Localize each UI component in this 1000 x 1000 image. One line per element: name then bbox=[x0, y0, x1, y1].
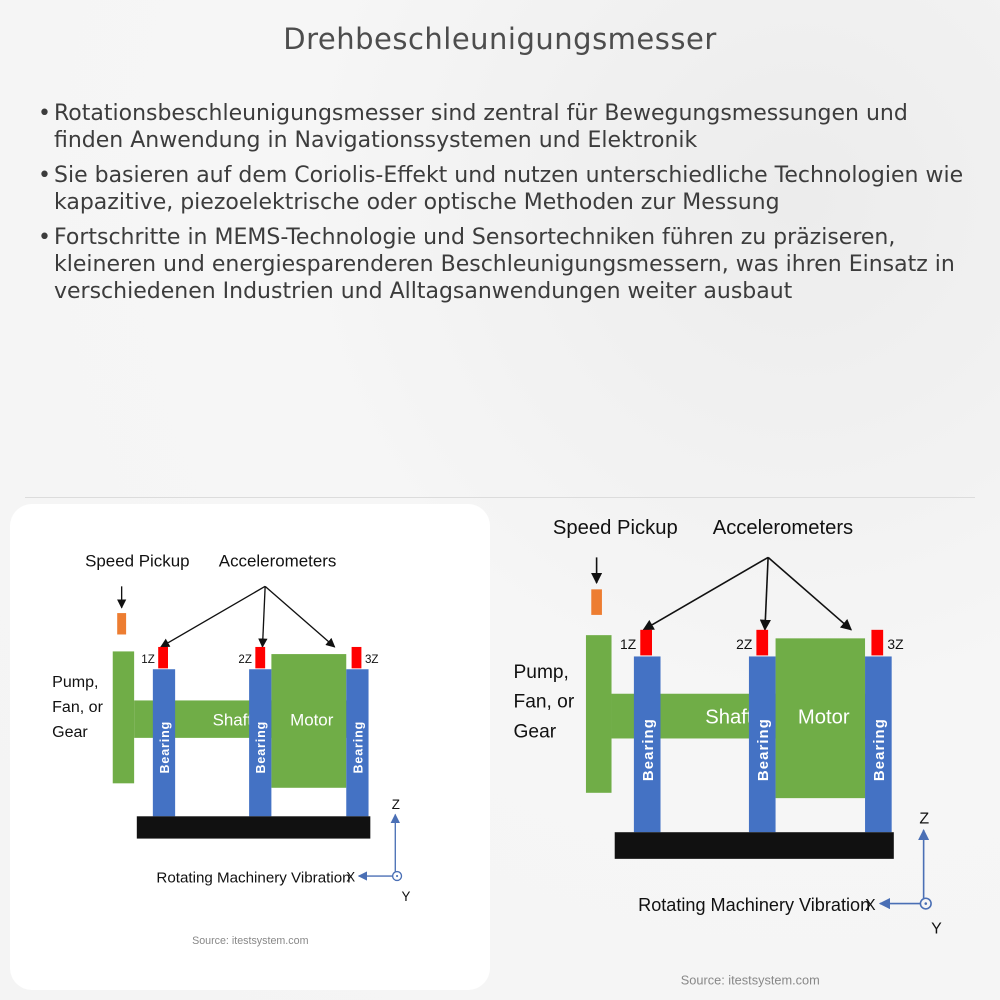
pump-label-3: Gear bbox=[514, 721, 557, 742]
diagram-caption: Rotating Machinery Vibration bbox=[156, 869, 350, 886]
bearing-1 bbox=[633, 656, 661, 833]
speed-pickup-sensor bbox=[591, 589, 602, 615]
sensor-label-1z: 1Z bbox=[141, 654, 155, 666]
y-axis-dot bbox=[924, 902, 928, 905]
bullet-list: •Rotationsbeschleunigungsmesser sind zen… bbox=[30, 100, 980, 313]
machinery-diagram: Speed Pickup Accelerometers Pump, Fan, o… bbox=[514, 517, 943, 988]
bullet-text: Fortschritte in MEMS-Technologie und Sen… bbox=[54, 225, 955, 304]
axis-y-label: Y bbox=[402, 889, 411, 904]
accelerometer-2z bbox=[756, 629, 769, 656]
accelerometer-1z bbox=[640, 629, 652, 656]
pump-label-2: Fan, or bbox=[52, 698, 103, 716]
axis-z-label: Z bbox=[919, 811, 929, 828]
machine-base bbox=[614, 832, 894, 859]
bullet-item: •Rotationsbeschleunigungsmesser sind zen… bbox=[30, 100, 980, 154]
bullet-dot: • bbox=[38, 225, 51, 250]
y-axis-circle bbox=[919, 897, 932, 910]
accelerometer-3z bbox=[871, 629, 884, 656]
bullet-dot: • bbox=[38, 101, 51, 126]
axis-y-label: Y bbox=[931, 920, 942, 937]
bullet-text: Sie basieren auf dem Coriolis-Effekt und… bbox=[54, 163, 964, 215]
sensor-label-3z: 3Z bbox=[365, 654, 379, 666]
y-axis-circle bbox=[391, 870, 403, 882]
bearing-2 bbox=[748, 656, 776, 833]
speed-pickup-label: Speed Pickup bbox=[85, 552, 189, 571]
coupling bbox=[134, 700, 154, 738]
accelerometer-2z bbox=[255, 646, 266, 669]
bullet-item: •Fortschritte in MEMS-Technologie und Se… bbox=[30, 224, 980, 305]
accelerometers-label: Accelerometers bbox=[219, 552, 337, 571]
accel-arrow-3 bbox=[767, 556, 853, 631]
shaft-label: Shaft bbox=[705, 707, 753, 729]
machine-base bbox=[136, 816, 371, 839]
accel-arrow-2 bbox=[759, 557, 771, 631]
diagram-caption: Rotating Machinery Vibration bbox=[638, 895, 870, 915]
bullet-text: Rotationsbeschleunigungsmesser sind zent… bbox=[54, 101, 908, 153]
bearing-label-3: Bearing bbox=[351, 721, 365, 774]
axis-x-label: X bbox=[346, 869, 355, 884]
bearing-3 bbox=[865, 656, 892, 833]
bearing-label-1: Bearing bbox=[641, 718, 657, 781]
motor-label: Motor bbox=[290, 710, 334, 729]
bearing-label-3: Bearing bbox=[872, 718, 888, 781]
motor-label: Motor bbox=[798, 707, 850, 729]
accel-arrow-2 bbox=[258, 586, 268, 648]
accel-arrow-1 bbox=[642, 556, 769, 631]
axis-z-label: Z bbox=[392, 797, 400, 812]
figure-right: Speed Pickup Accelerometers Pump, Fan, o… bbox=[505, 502, 995, 992]
accelerometer-1z bbox=[158, 646, 168, 669]
pump-label-1: Pump, bbox=[52, 673, 98, 691]
bearing-2 bbox=[249, 669, 272, 817]
bearing-label-1: Bearing bbox=[158, 721, 172, 774]
pump-label-2: Fan, or bbox=[514, 692, 575, 713]
figure-left: Speed Pickup Accelerometers Pump, Fan, o… bbox=[45, 530, 455, 960]
motor bbox=[271, 654, 347, 788]
sensor-label-1z: 1Z bbox=[620, 636, 637, 652]
accel-arrow-1 bbox=[160, 585, 266, 648]
pump-block bbox=[112, 651, 135, 784]
motor bbox=[775, 638, 866, 799]
accelerometer-3z bbox=[351, 646, 362, 669]
axis-x-label: X bbox=[865, 897, 876, 914]
accel-arrow-3 bbox=[264, 585, 336, 648]
diagram-source: Source: itestsystem.com bbox=[681, 973, 820, 988]
machinery-diagram: Speed Pickup Accelerometers Pump, Fan, o… bbox=[52, 552, 411, 947]
bearing-3 bbox=[346, 669, 369, 817]
bearing-label-2: Bearing bbox=[254, 721, 268, 774]
bearing-1 bbox=[152, 669, 176, 817]
divider bbox=[25, 497, 975, 498]
sensor-label-2z: 2Z bbox=[736, 636, 753, 652]
accelerometers-label: Accelerometers bbox=[713, 517, 853, 539]
sensor-label-3z: 3Z bbox=[887, 636, 904, 652]
diagram-source: Source: itestsystem.com bbox=[192, 935, 309, 947]
bullet-item: •Sie basieren auf dem Coriolis-Effekt un… bbox=[30, 162, 980, 216]
speed-pickup-sensor bbox=[117, 613, 127, 635]
shaft-label: Shaft bbox=[213, 710, 253, 729]
bullet-dot: • bbox=[38, 163, 51, 188]
bearing-label-2: Bearing bbox=[756, 718, 772, 781]
speed-pickup-label: Speed Pickup bbox=[553, 517, 678, 539]
pump-label-1: Pump, bbox=[514, 662, 569, 683]
coupling bbox=[611, 693, 635, 739]
page-title: Drehbeschleunigungsmesser bbox=[283, 22, 717, 56]
sensor-label-2z: 2Z bbox=[238, 654, 252, 666]
pump-label-3: Gear bbox=[52, 723, 88, 741]
y-axis-dot bbox=[395, 874, 399, 878]
pump-block bbox=[585, 635, 612, 793]
